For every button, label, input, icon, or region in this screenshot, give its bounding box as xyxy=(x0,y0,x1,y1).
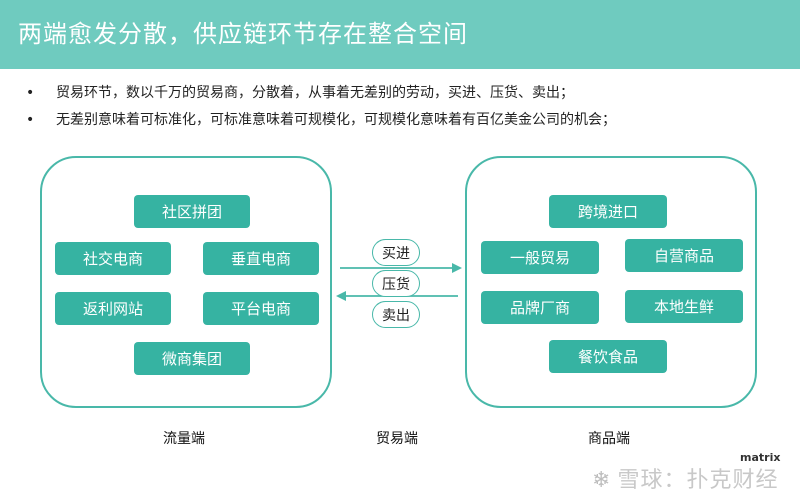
title-banner: 两端愈发分散，供应链环节存在整合空间 xyxy=(0,0,800,69)
bullet-list: • 贸易环节，数以千万的贸易商，分散着，从事着无差别的劳动，买进、压货、卖出； … xyxy=(26,83,786,137)
brand-logo: matrix xyxy=(740,451,781,464)
watermark-text: 雪球：扑克财经 xyxy=(617,468,779,493)
arrow-left-head xyxy=(336,291,346,301)
bullet-text: 贸易环节，数以千万的贸易商，分散着，从事着无差别的劳动，买进、压货、卖出； xyxy=(56,85,574,101)
watermark: ❄雪球：扑克财经 xyxy=(592,462,778,494)
bullet-text: 无差别意味着可标准化，可标准意味着可规模化，可规模化意味着有百亿美金公司的机会； xyxy=(56,112,616,128)
bullet-marker: • xyxy=(26,112,35,128)
traffic-item: 社区拼团 xyxy=(134,195,250,228)
goods-caption: 商品端 xyxy=(588,431,630,447)
traffic-item: 微商集团 xyxy=(134,342,250,375)
traffic-item: 平台电商 xyxy=(203,292,319,325)
traffic-item: 垂直电商 xyxy=(203,242,319,275)
trade-tag-buy: 买进 xyxy=(372,239,420,266)
traffic-item: 返利网站 xyxy=(55,292,171,325)
arrow-right-head xyxy=(452,263,462,273)
goods-item: 自营商品 xyxy=(625,239,743,272)
traffic-caption: 流量端 xyxy=(163,431,205,447)
bullet-item: • 贸易环节，数以千万的贸易商，分散着，从事着无差别的劳动，买进、压货、卖出； xyxy=(26,83,786,110)
goods-item: 本地生鲜 xyxy=(625,290,743,323)
goods-item: 品牌厂商 xyxy=(481,291,599,324)
traffic-item: 社交电商 xyxy=(55,242,171,275)
goods-item: 一般贸易 xyxy=(481,241,599,274)
bullet-item: • 无差别意味着可标准化，可标准意味着可规模化，可规模化意味着有百亿美金公司的机… xyxy=(26,110,786,137)
goods-item: 跨境进口 xyxy=(549,195,667,228)
trade-tag-stock: 压货 xyxy=(372,270,420,297)
trade-tag-sell: 卖出 xyxy=(372,301,420,328)
trade-caption: 贸易端 xyxy=(376,431,418,447)
page-title: 两端愈发分散，供应链环节存在整合空间 xyxy=(18,20,468,48)
snowflake-icon: ❄ xyxy=(592,468,612,493)
goods-item: 餐饮食品 xyxy=(549,340,667,373)
bullet-marker: • xyxy=(26,85,35,101)
